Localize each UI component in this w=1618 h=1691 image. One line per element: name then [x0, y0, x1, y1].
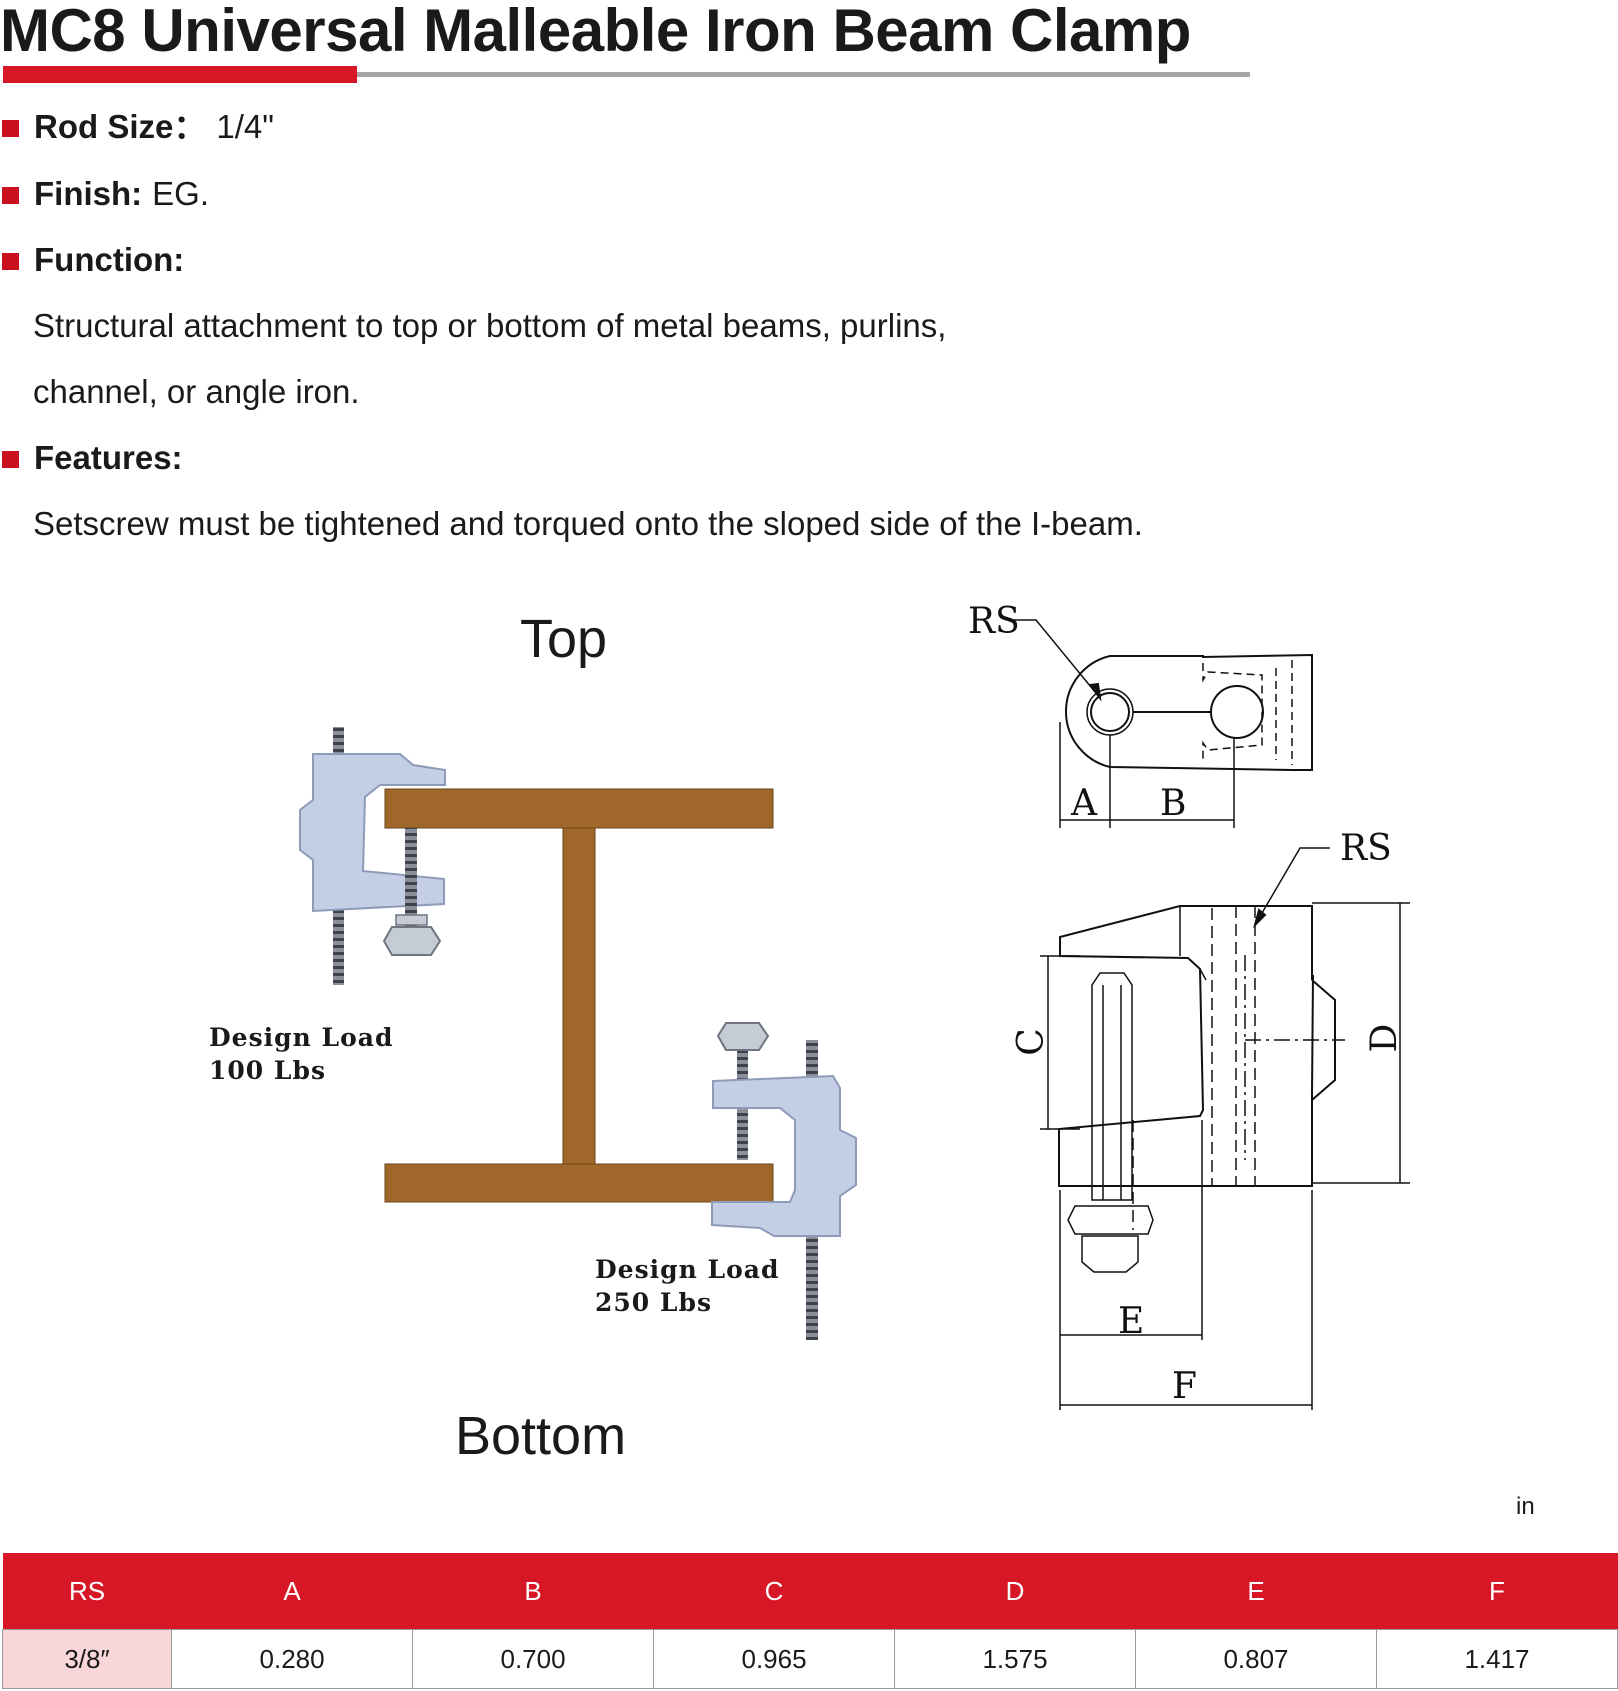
- col-header-a: A: [171, 1553, 413, 1630]
- unit-label: in: [1516, 1493, 1535, 1520]
- bullet-icon: [2, 187, 19, 204]
- design-load-bottom: Design Load 250 Lbs: [595, 1255, 780, 1317]
- cell-a: 0.280: [171, 1629, 414, 1689]
- label-b: B: [1160, 783, 1186, 824]
- cell-d: 1.575: [894, 1629, 1136, 1689]
- features-line-1: Setscrew must be tightened and torqued o…: [33, 505, 1143, 542]
- cell-b: 0.700: [412, 1629, 655, 1689]
- bottom-label: Bottom: [455, 1406, 627, 1466]
- function-label: Function:: [34, 241, 185, 278]
- table-header-row: RS A B C D E F: [2, 1553, 1618, 1630]
- label-a: A: [1070, 783, 1098, 824]
- function-line-1: Structural attachment to top or bottom o…: [33, 307, 947, 344]
- label-e: E: [1118, 1301, 1144, 1342]
- label-d: D: [1364, 1024, 1405, 1053]
- cell-c: 0.965: [653, 1629, 896, 1689]
- top-view: [1011, 619, 1313, 828]
- label-c: C: [1011, 1028, 1052, 1056]
- dimension-table: RS A B C D E F 3/8″ 0.280 0.700 0.965 1.…: [1, 1553, 1618, 1689]
- spec-rod-size: Rod Size：1/4": [0, 107, 274, 147]
- bullet-icon: [2, 253, 19, 270]
- table-row: 3/8″ 0.280 0.700 0.965 1.575 0.807 1.417: [1, 1629, 1618, 1689]
- rod-size-label: Rod Size：: [34, 108, 207, 145]
- label-rs-top: RS: [968, 601, 1020, 642]
- title-underline-red: [3, 66, 357, 83]
- label-rs-side: RS: [1340, 828, 1392, 869]
- col-header-f: F: [1376, 1553, 1618, 1630]
- side-view: [1040, 847, 1410, 1410]
- function-line-2: channel, or angle iron.: [33, 373, 360, 410]
- bullet-icon: [2, 451, 19, 468]
- finish-label: Finish:: [34, 175, 143, 212]
- col-header-e: E: [1135, 1553, 1377, 1630]
- i-beam: [384, 788, 774, 1203]
- col-header-c: C: [653, 1553, 895, 1630]
- design-load-top: Design Load 100 Lbs: [209, 1023, 394, 1085]
- col-header-b: B: [412, 1553, 654, 1630]
- title-underline-gray: [356, 72, 1250, 77]
- cell-rs: 3/8″: [1, 1629, 173, 1689]
- bullet-icon: [2, 120, 19, 137]
- spec-features: Features:: [0, 438, 183, 478]
- features-label: Features:: [34, 439, 183, 476]
- finish-value: EG.: [152, 175, 210, 212]
- top-label: Top: [520, 609, 608, 669]
- spec-finish: Finish:EG.: [0, 174, 209, 214]
- col-header-d: D: [894, 1553, 1136, 1630]
- cell-f: 1.417: [1375, 1629, 1618, 1689]
- label-f: F: [1172, 1366, 1197, 1407]
- rod-size-value: 1/4": [216, 108, 274, 145]
- col-header-rs: RS: [2, 1553, 172, 1630]
- bottom-clamp: [711, 1022, 857, 1340]
- spec-function: Function:: [0, 240, 184, 280]
- page-title: MC8 Universal Malleable Iron Beam Clamp: [0, 0, 1191, 64]
- cell-e: 0.807: [1135, 1629, 1377, 1689]
- top-clamp: [299, 727, 446, 985]
